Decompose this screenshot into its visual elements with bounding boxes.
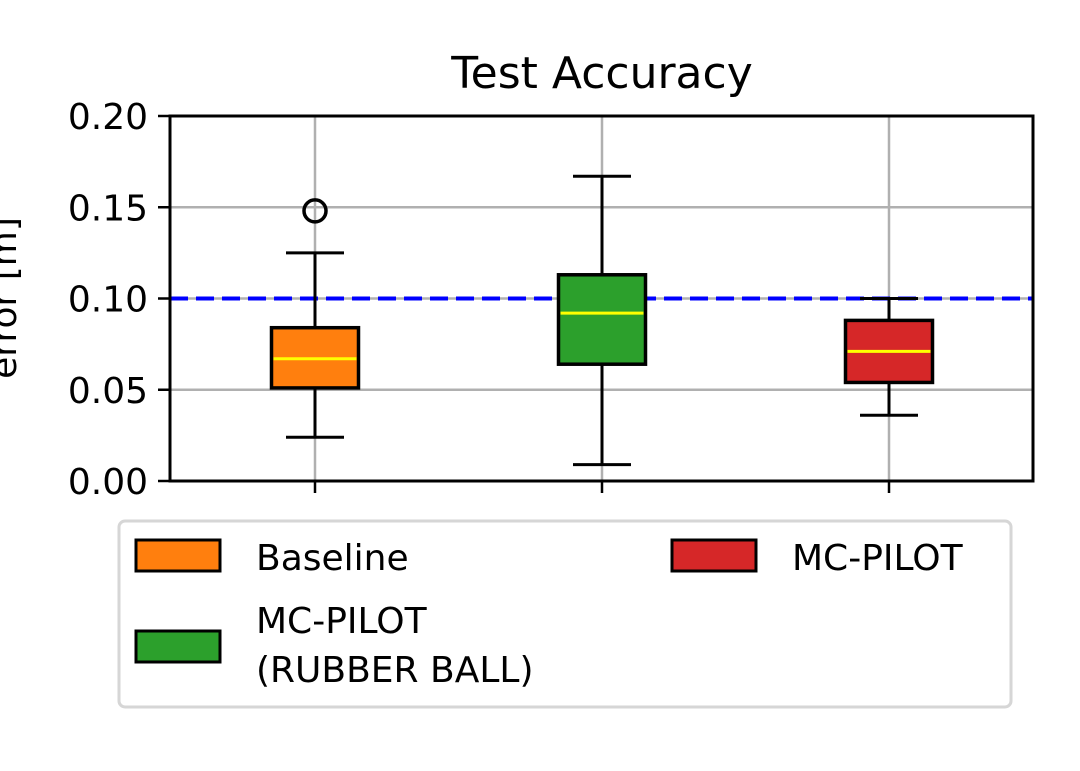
boxes-layer: [269, 174, 935, 467]
outlier-point: [302, 198, 328, 224]
chart-title: Test Accuracy: [450, 48, 753, 99]
legend-swatch-baseline: [134, 538, 222, 573]
y-tick-label: 0.05: [68, 371, 148, 412]
legend-frame: [117, 519, 1013, 709]
legend-label-baseline: Baseline: [256, 538, 409, 579]
box-3: [843, 297, 935, 417]
y-tick-label: 0.00: [68, 462, 148, 503]
legend-label-mc-pilot: MC-PILOT: [792, 538, 964, 579]
y-tick-label: 0.20: [68, 97, 148, 138]
y-axis-label: error [m]: [0, 217, 25, 379]
axes-layer: 0.00 0.05 0.10 0.15 0.20: [68, 97, 1035, 503]
plot-frame: [168, 114, 1035, 483]
legend: Baseline MC-PILOT (RUBBER BALL) MC-PILOT: [117, 519, 1013, 709]
box-iqr: [556, 273, 648, 366]
box-1: [269, 198, 361, 439]
legend-swatch-mc-pilot-rubber-ball: [134, 629, 222, 664]
legend-swatch-mc-pilot: [670, 538, 758, 573]
legend-label-mc-pilot-rubber-ball-line2: (RUBBER BALL): [256, 650, 534, 691]
legend-label-mc-pilot-rubber-ball-line1: MC-PILOT: [256, 601, 428, 642]
y-tick-label: 0.15: [68, 188, 148, 229]
box-2: [556, 174, 648, 467]
y-tick-label: 0.10: [68, 280, 148, 321]
